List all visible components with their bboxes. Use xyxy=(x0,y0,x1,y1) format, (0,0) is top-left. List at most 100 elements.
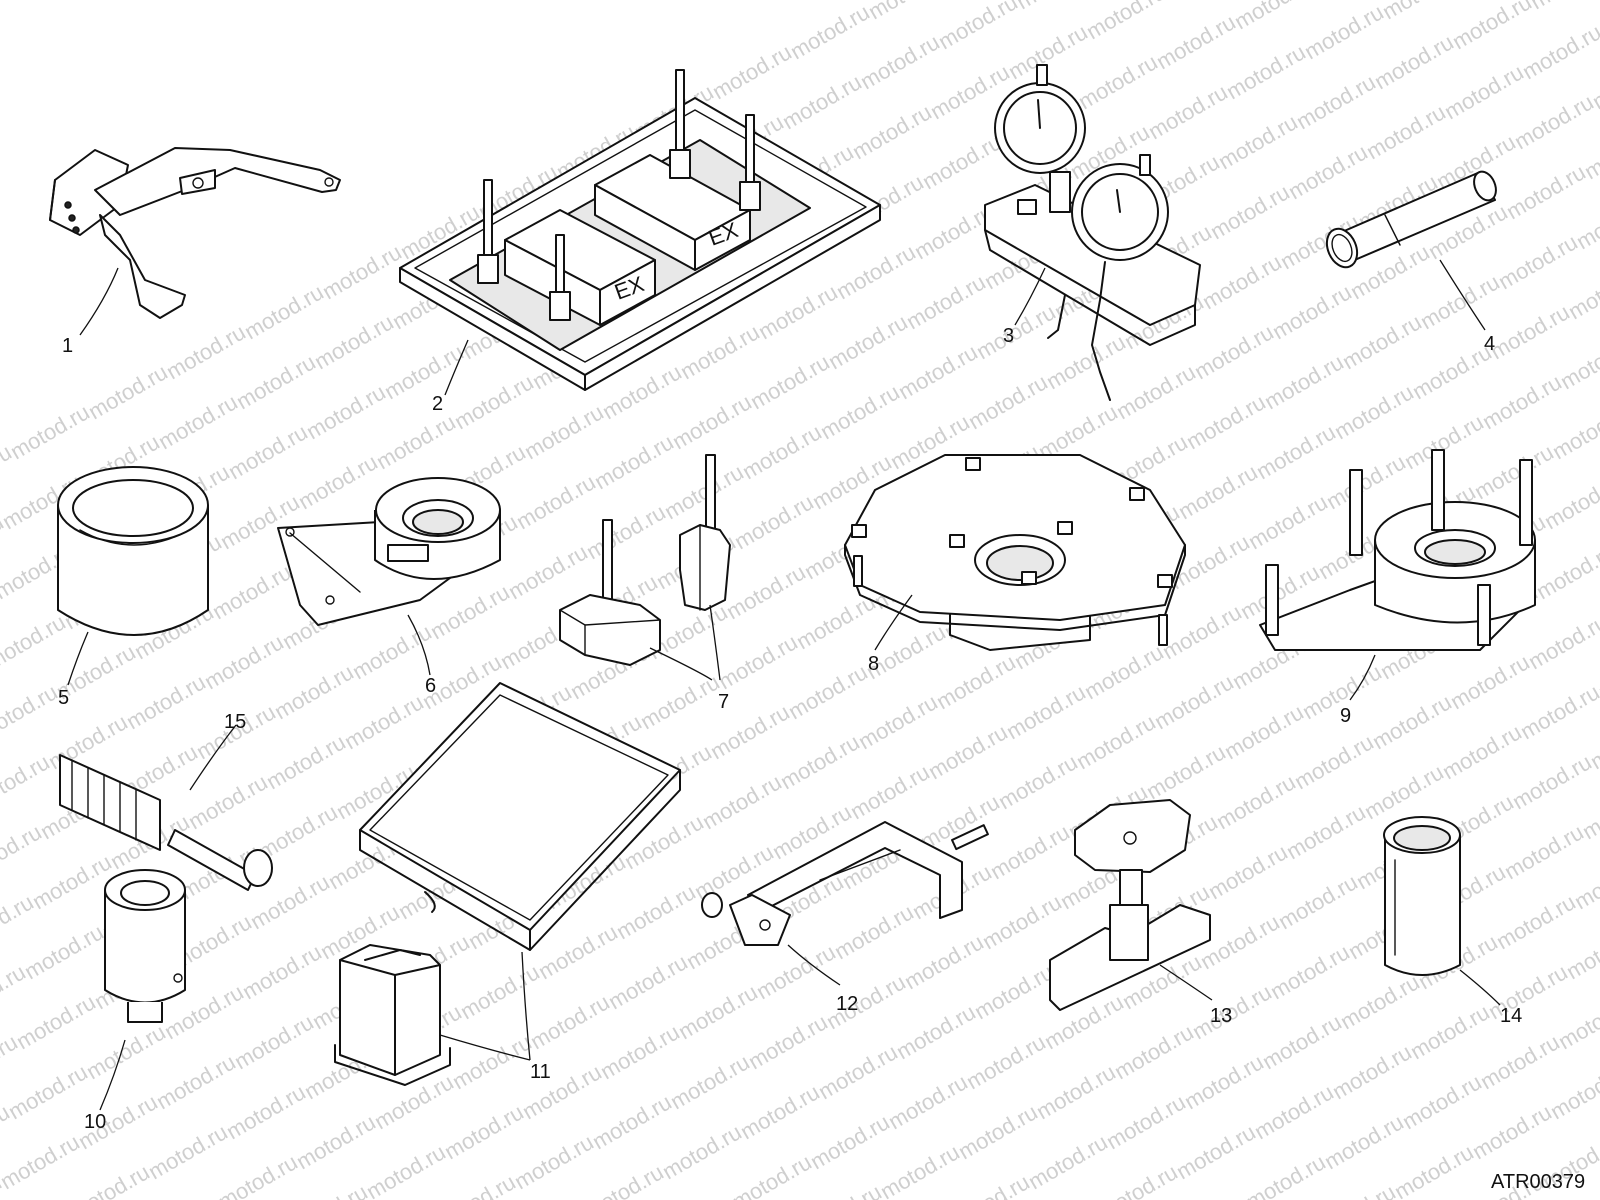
watermark-text: motod.ru xyxy=(1002,679,1090,744)
watermark-text: motod.ru xyxy=(994,749,1082,814)
watermark-text: motod.ru xyxy=(1212,769,1300,834)
watermark-text: motod.ru xyxy=(582,499,670,564)
watermark-text: motod.ru xyxy=(1222,39,1310,104)
watermark-text: motod.ru xyxy=(20,919,108,984)
watermark-text: motod.ru xyxy=(1220,699,1308,764)
tool-10-socket xyxy=(104,869,186,1023)
watermark-text: motod.ru xyxy=(1486,299,1574,364)
watermark-text: motod.ru xyxy=(728,1149,816,1200)
watermark-text: motod.ru xyxy=(1074,49,1162,114)
callout-15: 15 xyxy=(224,711,246,733)
watermark-text: motod.ru xyxy=(0,609,70,674)
watermark-text: motod.ru xyxy=(4,1059,92,1124)
watermark-text: motod.ru xyxy=(668,389,756,454)
watermark-text: motod.ru xyxy=(1390,1139,1478,1200)
watermark-text: motod.ru xyxy=(1266,939,1354,1004)
watermark-text: motod.ru xyxy=(432,1169,520,1200)
watermark-text: motod.ru xyxy=(894,339,982,404)
watermark-text: motod.ru xyxy=(1268,279,1356,344)
watermark-text: motod.ru xyxy=(1152,9,1240,74)
tool-15-threaded-drift xyxy=(59,754,273,891)
watermark-text: motod.ru xyxy=(590,429,678,494)
tool-6-bracket-ring xyxy=(277,477,501,626)
watermark-text: motod.ru xyxy=(1370,29,1458,94)
watermark-text: motod.ru xyxy=(846,759,934,824)
tool-7-locating-pins xyxy=(559,454,731,666)
watermark-text: motod.ru xyxy=(1484,959,1572,1024)
watermark-text: motod.ru xyxy=(82,1019,170,1084)
watermark-text: motod.ru xyxy=(816,379,904,444)
watermark-text: motod.ru xyxy=(1470,439,1558,504)
watermark-text: motod.ru xyxy=(1556,329,1600,394)
watermark-text: motod.ru xyxy=(1502,159,1590,224)
watermark-text: motod.ru xyxy=(978,889,1066,954)
callout-labels: 1 2 3 4 5 6 7 8 9 10 11 12 13 14 15 xyxy=(58,325,1522,1133)
watermark-text: motod.ru xyxy=(954,1099,1042,1164)
watermark-text: motod.ru xyxy=(0,1129,84,1194)
watermark-text: motod.ru xyxy=(1548,399,1600,464)
drawing-code: ATR00379 xyxy=(1491,1171,1585,1193)
watermark-text: motod.ru xyxy=(6,399,94,464)
watermark-text: motod.ru xyxy=(698,769,786,834)
watermark-text: motod.ru xyxy=(512,469,600,534)
watermark-text: motod.ru xyxy=(1546,1059,1600,1124)
watermark-text: motod.ru xyxy=(744,1009,832,1074)
watermark-text: motod.ru xyxy=(1080,639,1168,704)
watermark-text: motod.ru xyxy=(1494,229,1582,294)
watermark-text: motod.ru xyxy=(340,689,428,754)
watermark-text: motod.ru xyxy=(722,559,810,624)
callout-4: 4 xyxy=(1484,333,1495,355)
tool-14-sleeve xyxy=(1383,816,1461,976)
watermark-text: motod.ru xyxy=(1042,329,1130,394)
watermark-text: motod.ru xyxy=(1554,989,1600,1054)
watermark-text: motod.ru xyxy=(1518,19,1600,84)
callout-11: 11 xyxy=(530,1061,551,1083)
watermark-text: motod.ru xyxy=(752,939,840,1004)
watermark-text: motod.ru xyxy=(1244,489,1332,554)
watermark-text: motod.ru xyxy=(1492,889,1580,954)
watermark-text: motod.ru xyxy=(302,379,390,444)
watermark-text: motod.ru xyxy=(776,729,864,794)
watermark-text: motod.ru xyxy=(964,369,1052,434)
watermark-text: motod.ru xyxy=(1516,679,1600,744)
watermark-text: motod.ru xyxy=(318,239,406,304)
watermark-text: motod.ru xyxy=(510,1129,598,1194)
watermark-text: motod.ru xyxy=(348,619,436,684)
watermark-text: motod.ru xyxy=(1398,1069,1486,1134)
callout-6: 6 xyxy=(425,675,436,697)
watermark-text: motod.ru xyxy=(240,279,328,344)
watermark-text: motod.ru xyxy=(1438,719,1526,784)
watermark-text: motod.ru xyxy=(784,659,872,724)
watermark-text: motod.ru xyxy=(66,1159,154,1200)
watermark-text: motod.ru xyxy=(1362,99,1450,164)
callout-leaders xyxy=(67,259,1501,1111)
watermark-text: motod.ru xyxy=(1242,1149,1330,1200)
watermark-text: motod.ru xyxy=(1206,179,1294,244)
watermark-text: motod.ru xyxy=(832,239,920,304)
watermark-text: motod.ru xyxy=(918,129,1006,194)
watermark-text: motod.ru xyxy=(1446,649,1534,714)
watermark-text: motod.ru xyxy=(28,849,116,914)
watermark-text: motod.ru xyxy=(738,419,826,484)
watermark-text: motod.ru xyxy=(1292,69,1380,134)
watermark-text: motod.ru xyxy=(224,419,312,484)
watermark-text: motod.ru xyxy=(152,1049,240,1114)
watermark-text: motod.ru xyxy=(798,1179,886,1200)
watermark-text: motod.ru xyxy=(222,1079,310,1144)
watermark-text: motod.ru xyxy=(714,629,802,694)
watermark-text: motod.ru xyxy=(1112,359,1200,424)
watermark-text: motod.ru xyxy=(44,709,132,774)
watermark-text: motod.ru xyxy=(1282,799,1370,864)
watermark-text: motod.ru xyxy=(596,1019,684,1084)
watermark-text: motod.ru xyxy=(814,1039,902,1104)
tool-1-cam-holder xyxy=(49,147,341,319)
watermark-text: motod.ru xyxy=(1150,669,1238,734)
tool-2-valve-tray: EX EX xyxy=(399,69,881,391)
watermark-text: motod.ru xyxy=(1368,689,1456,754)
watermark-text: motod.ru xyxy=(426,579,514,644)
watermark-text: motod.ru xyxy=(666,1049,754,1114)
watermark-text: motod.ru xyxy=(526,989,614,1054)
watermark-text: motod.ru xyxy=(580,1159,668,1200)
watermark-text: motod.ru xyxy=(924,719,1012,784)
watermark-text: motod.ru xyxy=(456,959,544,1024)
